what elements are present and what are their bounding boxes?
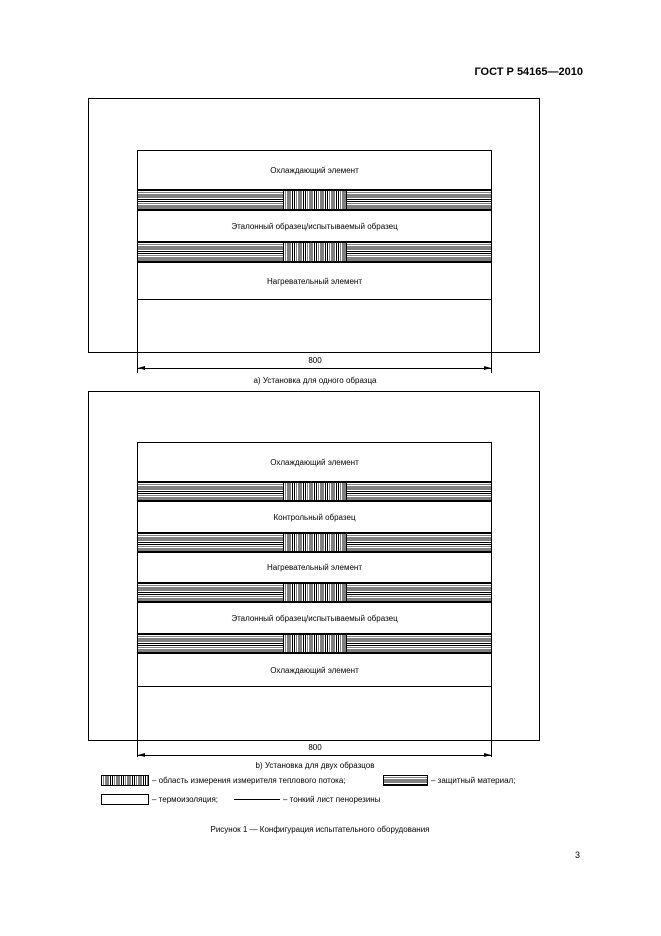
- document-header: ГОСТ Р 54165—2010: [474, 66, 583, 78]
- layer-label: Охлаждающий элемент: [270, 457, 359, 467]
- layer-label: Эталонный образец/испытываемый образец: [231, 221, 398, 231]
- dimension-extension-left-b: [137, 687, 138, 757]
- dimension-extension-right-b: [491, 687, 492, 757]
- heating-element-b: Нагревательный элемент: [137, 552, 492, 583]
- dimension-arrow-left-b: [138, 753, 145, 757]
- figure-b-caption: b) Установка для двух образцов: [255, 761, 375, 770]
- cooling-element-b2: Охлаждающий элемент: [137, 653, 492, 687]
- dimension-extension-left-a: [137, 300, 138, 373]
- layer-label: Нагревательный элемент: [267, 276, 362, 286]
- dimension-value-b: 800: [308, 743, 322, 752]
- dimension-arrow-right-b: [484, 753, 491, 757]
- heat-flux-meter-area-b1: [283, 482, 347, 501]
- figure-caption: Рисунок 1 — Конфигурация испытательного …: [210, 825, 430, 834]
- dimension-extension-right-a: [491, 300, 492, 373]
- reference-test-specimen-b: Эталонный образец/испытываемый образец: [137, 602, 492, 634]
- figure-a-caption: а) Установка для одного образца: [253, 376, 377, 385]
- legend-insulation-swatch: [101, 794, 149, 805]
- legend-measurement-area-swatch: [101, 775, 149, 786]
- heat-flux-meter-area-a2: [283, 242, 347, 262]
- dimension-arrow-right-a: [484, 366, 491, 370]
- heating-element-a: Нагревательный элемент: [137, 262, 492, 300]
- control-specimen-b: Контрольный образец: [137, 501, 492, 533]
- layer-label: Контрольный образец: [273, 512, 356, 522]
- heat-flux-meter-area-b4: [283, 634, 347, 653]
- dimension-value-a: 800: [308, 356, 322, 365]
- legend-insulation-text: – термоизоляция;: [152, 795, 219, 804]
- heat-flux-meter-area-b3: [283, 583, 347, 602]
- legend-foam-sheet-text: – тонкий лист пенорезины: [283, 795, 381, 804]
- legend-protective-material-swatch: [383, 775, 428, 786]
- dimension-line-b: [138, 755, 491, 756]
- cooling-element-a: Охлаждающий элемент: [137, 150, 492, 190]
- legend-foam-sheet-line: [234, 799, 280, 800]
- cooling-element-b1: Охлаждающий элемент: [137, 442, 492, 482]
- heat-flux-meter-area-a1: [283, 190, 347, 210]
- dimension-line-a: [138, 368, 491, 369]
- layer-label: Нагревательный элемент: [267, 563, 362, 572]
- reference-test-specimen-a: Эталонный образец/испытываемый образец: [137, 210, 492, 242]
- page-number: 3: [575, 850, 581, 860]
- layer-label: Эталонный образец/испытываемый образец: [231, 613, 398, 623]
- heat-flux-meter-area-b2: [283, 533, 347, 552]
- legend-measurement-area-text: – область измерения измерителя теплового…: [152, 776, 346, 785]
- layer-label: Охлаждающий элемент: [270, 165, 359, 175]
- dimension-arrow-left-a: [138, 366, 145, 370]
- legend-protective-material-text: – защитный материал;: [431, 776, 516, 785]
- layer-label: Охлаждающий элемент: [270, 665, 359, 675]
